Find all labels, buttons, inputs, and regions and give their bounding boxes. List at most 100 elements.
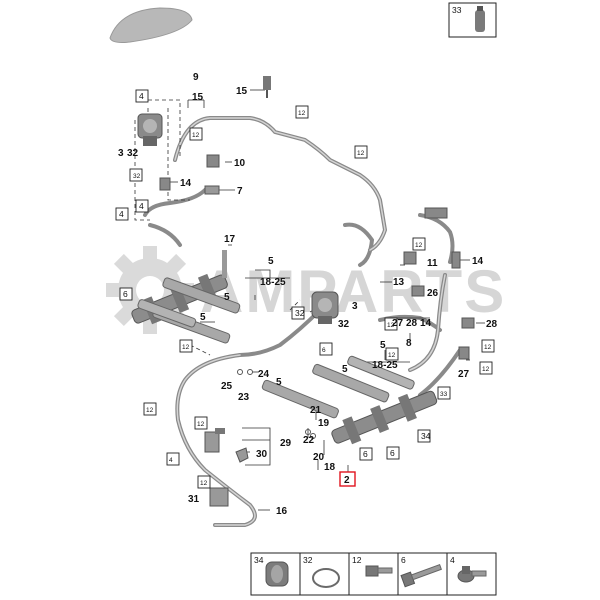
callout-12-h: 12 [182,344,190,351]
callout-11: 11 [427,258,438,269]
bracket-26 [411,285,425,297]
clip-28 [461,317,475,329]
long-bolt-icon [400,564,442,588]
callout-12-l: 12 [200,480,208,487]
callout-12-d: 12 [415,242,423,249]
legend-label-2: 12 [352,555,362,565]
callout-7: 7 [237,186,243,197]
callout-28-a: 28 [486,319,498,330]
boxed-callout-labels: 4 32 4 4 32 6 6 6 6 34 33 12 12 12 12 12… [119,91,492,487]
callout-9: 9 [193,72,199,83]
callout-12-j: 12 [197,421,205,428]
callout-12-c: 12 [357,150,365,157]
callout-30: 30 [256,449,268,460]
callout-12-g: 12 [482,366,490,373]
boxed-callouts [115,89,495,489]
connector-11 [403,251,417,265]
injectors-left [137,277,241,344]
callout-24: 24 [258,369,270,380]
screw-icon [365,565,393,577]
kit-label: 33 [452,5,462,15]
callout-4-c: 4 [139,201,144,211]
callout-20: 20 [313,452,325,463]
callout-8: 8 [406,338,412,349]
callout-12-e: 12 [388,352,396,359]
callout-14-b: 14 [472,256,484,267]
callout-3-a: 3 [118,148,124,159]
callout-12-b: 12 [298,110,306,117]
injectors-right [261,355,415,419]
flange-bolt-icon [457,566,487,583]
callout-14-c: 14 [420,318,432,329]
callout-18-25-a: 18-25 [260,277,286,288]
callout-14-a: 14 [180,178,192,189]
callout-17: 17 [224,234,236,245]
callout-6-d: 34 [421,431,431,441]
callout-6-c: 6 [390,448,395,458]
bracket-7 [204,185,220,195]
callout-16: 16 [276,506,288,517]
spray-can-icon [475,6,485,32]
clip-27 [458,346,470,360]
callout-5-f: 5 [276,377,282,388]
callout-32-d: 32 [127,148,139,159]
callout-32-b: 6 [322,347,326,354]
callout-4-b: 4 [119,209,124,219]
callout-32-c: 32 [338,319,350,330]
callout-5-c: 5 [200,312,206,323]
callout-5-d: 5 [380,340,386,351]
callout-27-b: 27 [392,318,404,329]
sensor-14-right [451,251,461,269]
callout-5-e: 5 [342,364,348,375]
connector-15 [263,76,271,98]
fuel-rail-right [331,390,438,445]
clamp-icon [265,561,289,587]
spray-can-kit-box: 33 [448,2,497,38]
callout-12-a: 12 [192,132,200,139]
callout-6-a: 6 [123,289,128,299]
legend-strip: 34 32 12 6 4 [250,552,497,596]
sensor-bracket-29 [204,428,225,453]
injector-17 [222,250,227,278]
fuel-lines-inner [174,117,446,526]
callout-5-a: 5 [268,256,274,267]
sensor-14 [159,177,171,191]
callout-34: 33 [440,391,448,398]
callout-4-d: 32 [295,308,305,318]
callout-2-highlight: 2 [344,475,350,486]
clip-30 [235,447,249,463]
small-washers [237,369,316,439]
callout-26: 26 [427,288,439,299]
high-pressure-pump [311,291,339,324]
callout-27-a: 27 [458,369,470,380]
fuel-pump-left [137,113,163,146]
callout-15-b: 15 [236,86,248,97]
callout-13: 13 [393,277,405,288]
callout-32-a: 32 [133,173,141,180]
callout-29: 29 [280,438,292,449]
callout-31: 31 [188,494,200,505]
callout-12-m: 12 [387,322,395,329]
o-ring-icon [312,568,340,588]
car-silhouette-icon [109,7,193,43]
pressure-sensor-10 [206,154,220,168]
callout-28-b: 28 [406,318,418,329]
callout-10: 10 [234,158,246,169]
callout-23: 23 [238,392,250,403]
callout-12-k: 4 [169,457,173,464]
legend-label-3: 6 [401,555,406,565]
bracket-31 [209,487,229,507]
callout-22: 22 [303,435,315,446]
callout-3-b: 3 [352,301,358,312]
callout-5-b: 5 [224,292,230,303]
highlight-box [339,471,356,487]
callout-21: 21 [310,405,322,416]
plain-callouts: 9 15 15 10 14 7 17 11 14 13 26 28 27 27 … [118,72,498,517]
callout-12-i: 12 [146,407,154,414]
legend-label-1: 32 [303,555,313,565]
legend-label-0: 34 [254,555,264,565]
watermark-text: AMPARTS [200,258,506,325]
callout-12-f: 12 [484,344,492,351]
callout-18-25-b: 18-25 [372,360,398,371]
